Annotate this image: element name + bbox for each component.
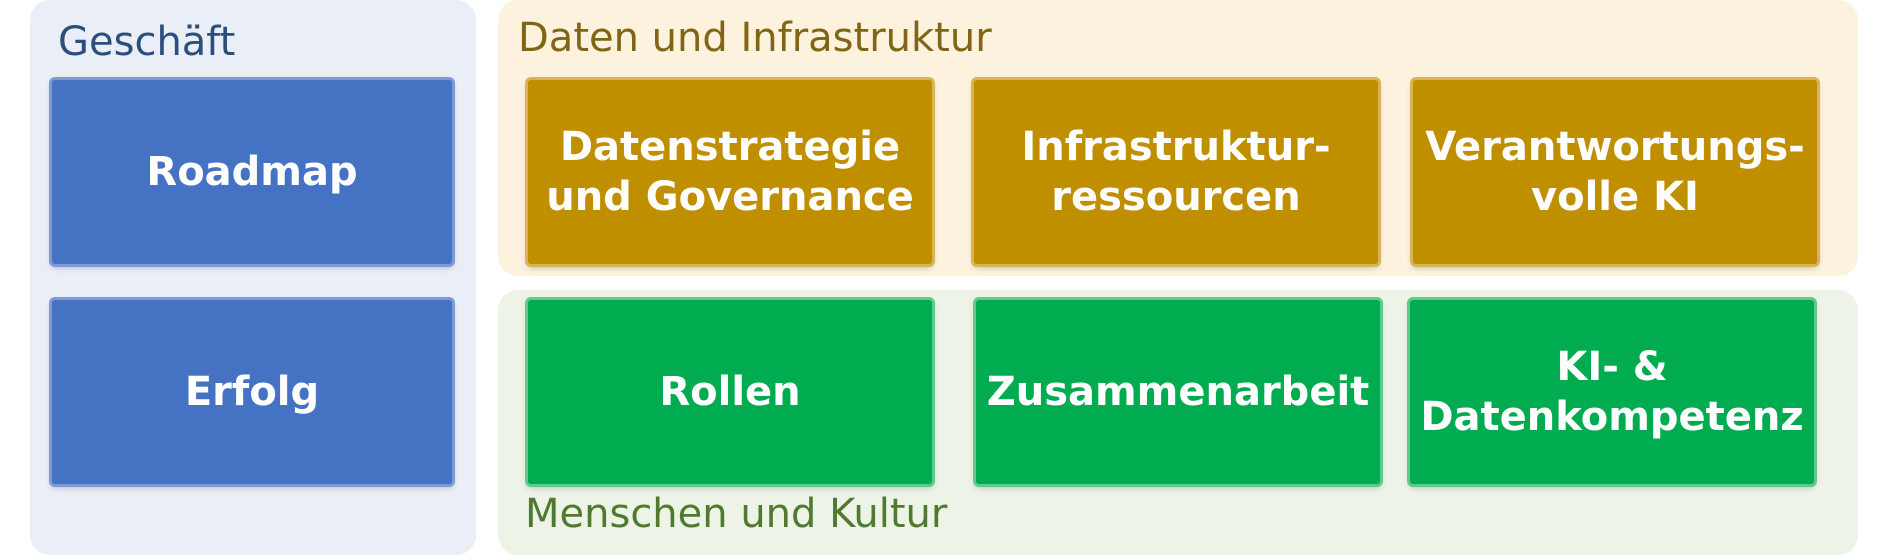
infrastrukturressourcen-label-line-1: Infrastruktur-	[1021, 124, 1331, 170]
rollen-box: Rollen	[528, 300, 932, 484]
datenstrategie-label-line-2: und Governance	[546, 174, 914, 220]
business-group-title: Geschäft	[58, 19, 236, 65]
datenstrategie-label-line-1: Datenstrategie	[559, 124, 901, 170]
data-infrastructure-group-title: Daten und Infrastruktur	[518, 15, 992, 61]
verantwortungsvolle-ki-label-line-2: volle KI	[1531, 174, 1699, 220]
verantwortungsvolle-ki-box: Verantwortungs- volle KI	[1413, 80, 1817, 264]
roadmap-label: Roadmap	[146, 149, 358, 195]
zusammenarbeit-label: Zusammenarbeit	[986, 369, 1370, 415]
ki-datenkompetenz-box: KI- & Datenkompetenz	[1410, 300, 1814, 484]
ki-datenkompetenz-label-line-2: Datenkompetenz	[1420, 394, 1804, 440]
infrastrukturressourcen-box: Infrastruktur- ressourcen	[974, 80, 1378, 264]
roadmap-box: Roadmap	[52, 80, 452, 264]
datenstrategie-box: Datenstrategie und Governance	[528, 80, 932, 264]
verantwortungsvolle-ki-label-line-1: Verantwortungs-	[1425, 124, 1805, 170]
people-culture-group-title: Menschen und Kultur	[525, 491, 948, 537]
ki-datenkompetenz-label-line-1: KI- &	[1556, 344, 1668, 390]
erfolg-box: Erfolg	[52, 300, 452, 484]
zusammenarbeit-box: Zusammenarbeit	[976, 300, 1380, 484]
infrastrukturressourcen-label-line-2: ressourcen	[1051, 174, 1301, 220]
erfolg-label: Erfolg	[184, 369, 320, 415]
rollen-label: Rollen	[659, 369, 801, 415]
